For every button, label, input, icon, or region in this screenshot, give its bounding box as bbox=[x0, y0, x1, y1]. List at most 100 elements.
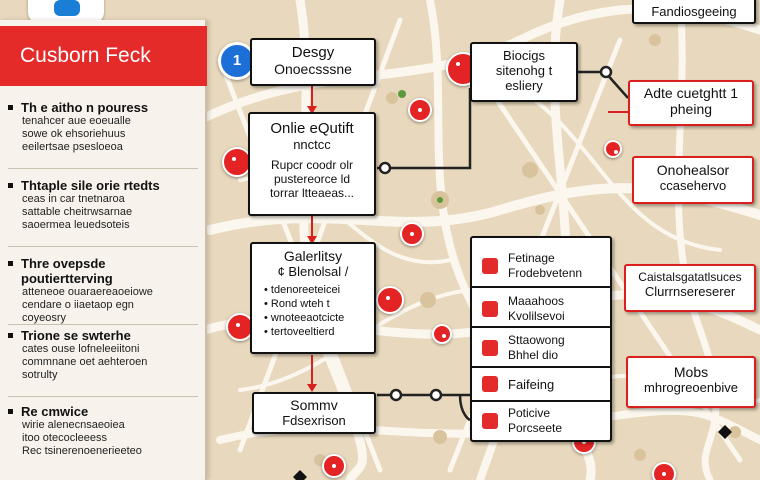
feature-divider bbox=[472, 400, 610, 402]
sidebar-line: cendare o iiaetaop egn bbox=[22, 299, 134, 311]
map-pin-icon[interactable] bbox=[408, 98, 432, 122]
feature-title: Sttaowong bbox=[508, 333, 565, 347]
node-list-text: tdenoreeteicei bbox=[270, 284, 341, 296]
sidebar-section-title: Th e aitho n pouress bbox=[21, 100, 149, 115]
node-list-item: • tdenoreeteicei bbox=[264, 284, 341, 296]
banner-top-right[interactable]: Fandiosgeeing bbox=[632, 0, 756, 24]
map-pin-icon[interactable] bbox=[652, 462, 676, 480]
bullet-icon bbox=[8, 105, 13, 110]
feature-title: Faifeing bbox=[508, 376, 555, 392]
feature-divider bbox=[472, 326, 610, 328]
node-subtitle: nnctcc bbox=[293, 137, 331, 152]
sidebar-divider bbox=[8, 168, 198, 169]
node-title: Onlie eQutift bbox=[270, 120, 354, 137]
sidebar-section-5: Re cmwice wirie alenecnsaeoiea itoo otec… bbox=[8, 404, 198, 458]
node-top-left[interactable]: Desgy Onoecsssne bbox=[250, 38, 376, 86]
map-pin-icon[interactable] bbox=[432, 324, 452, 344]
sidebar-section-3: Thre ovepsde poutiertterving atteneoe ou… bbox=[8, 256, 198, 325]
sidebar-line: cates ouse lofneleeiitoni bbox=[22, 343, 140, 355]
node-r3[interactable]: Caistalsgatatlsuces Clurrnsereserer bbox=[624, 264, 756, 312]
node-r4[interactable]: Mobs mhrogreoenbive bbox=[626, 356, 756, 408]
feature-item[interactable]: Sttaowong Bhhel dio bbox=[482, 330, 565, 366]
sidebar-line: itoo otecocleeess bbox=[22, 432, 107, 444]
feature-title: Fetinage bbox=[508, 251, 555, 265]
sidebar-line: wirie alenecnsaeoiea bbox=[22, 419, 125, 431]
sidebar-section-2: Thtaple sile orie rtedts ceas in car tne… bbox=[8, 178, 198, 232]
node-title: Galerlitsy bbox=[283, 248, 343, 264]
map-pin-icon[interactable] bbox=[400, 222, 424, 246]
top-tab-icon bbox=[54, 0, 80, 16]
sidebar-header: Cusborn Feck bbox=[0, 26, 207, 86]
sidebar-divider bbox=[8, 246, 198, 247]
node-list-text: Rond wteh t bbox=[270, 298, 330, 310]
map-pin-icon[interactable] bbox=[226, 313, 254, 341]
node-list-item: • tertoveeltierd bbox=[264, 326, 335, 338]
node-title: Sommv bbox=[290, 397, 338, 413]
feature-subtitle: Kvolilsevoi bbox=[508, 309, 565, 323]
feature-subtitle: Porcseete bbox=[508, 421, 563, 435]
node-subtitle: pheing bbox=[669, 101, 713, 117]
node-center[interactable]: Onlie eQutift nnctcc Rupcr coodr olr pus… bbox=[248, 112, 376, 216]
feature-item[interactable]: Poticive Porcseete bbox=[482, 402, 562, 440]
node-top-mid[interactable]: Biocigs sitenohg t esliery bbox=[470, 42, 578, 102]
bullet-icon bbox=[8, 333, 13, 338]
node-line: sitenohg t bbox=[495, 63, 553, 78]
sidebar-line: saoermea leuedsoteis bbox=[22, 219, 130, 231]
node-line: torrar ltteaeas... bbox=[269, 186, 355, 200]
node-title: Desgy bbox=[291, 44, 335, 61]
feature-divider bbox=[472, 366, 610, 368]
node-r1[interactable]: Adte cuetghtt 1 pheing bbox=[628, 80, 754, 126]
sidebar-line: eeilertsae psesloeoa bbox=[22, 141, 123, 153]
feature-icon bbox=[482, 301, 498, 317]
node-line: Biocigs bbox=[503, 48, 545, 63]
node-line: pustereorce ld bbox=[273, 172, 351, 186]
feature-item[interactable]: Fetinage Frodebvetenn bbox=[482, 244, 582, 288]
sidebar-section-1: Th e aitho n pouress tenahcer aue eoeual… bbox=[8, 100, 198, 154]
node-list-item: • wnoteeaotcicte bbox=[264, 312, 345, 324]
node-subtitle: ccasehervo bbox=[659, 178, 727, 193]
sidebar-section-title: Trione se swterhe bbox=[21, 328, 131, 343]
feature-list-panel: Fetinage Frodebvetenn Maaahoos Kvolilsev… bbox=[470, 236, 612, 442]
feature-title: Poticive bbox=[508, 406, 551, 420]
map-pin-icon[interactable] bbox=[376, 286, 404, 314]
feature-subtitle: Frodebvetenn bbox=[508, 266, 583, 280]
node-r2[interactable]: Onohealsor ccasehervo bbox=[632, 156, 754, 204]
node-subtitle: Onoecsssne bbox=[274, 61, 352, 77]
feature-subtitle: Bhhel dio bbox=[508, 348, 559, 362]
node-subtitle: mhrogreoenbive bbox=[644, 380, 738, 395]
map-pin-icon[interactable] bbox=[604, 140, 622, 158]
sidebar-line: sattable cheitrwsarnae bbox=[22, 206, 133, 218]
bullet-icon bbox=[8, 261, 13, 266]
sidebar-line: tenahcer aue eoeualle bbox=[22, 115, 131, 127]
node-title: Caistalsgatatlsuces bbox=[638, 270, 742, 284]
node-mid-list[interactable]: Galerlitsy ¢ Blenolsal / • tdenoreeteice… bbox=[250, 242, 376, 354]
node-line: esliery bbox=[505, 78, 543, 93]
sidebar-divider bbox=[8, 396, 198, 397]
node-title: Adte cuetghtt 1 bbox=[643, 85, 739, 101]
sidebar-section-title: Thtaple sile orie rtedts bbox=[21, 178, 160, 193]
pin-number: 1 bbox=[232, 52, 242, 69]
feature-icon bbox=[482, 258, 498, 274]
numbered-pin-icon[interactable]: 1 bbox=[218, 42, 256, 80]
feature-title: Maaahoos bbox=[508, 294, 565, 308]
bullet-icon bbox=[8, 183, 13, 188]
sidebar-line: ceas in car tnetnaroa bbox=[22, 193, 125, 205]
node-list-item: • Rond wteh t bbox=[264, 298, 330, 310]
feature-item[interactable]: Maaahoos Kvolilsevoi bbox=[482, 290, 565, 328]
sidebar-line: sotrulty bbox=[22, 369, 58, 381]
node-line: Rupcr coodr olr bbox=[270, 158, 354, 172]
node-title: Onohealsor bbox=[656, 162, 730, 178]
node-bottom[interactable]: Sommv Fdsexrison bbox=[252, 392, 376, 434]
feature-icon bbox=[482, 340, 498, 356]
node-subtitle: Clurrnsereserer bbox=[644, 284, 736, 299]
feature-item[interactable]: Faifeing bbox=[482, 368, 554, 400]
sidebar-section-title: Thre ovepsde poutiertterving bbox=[21, 256, 113, 286]
node-list-text: wnoteeaotcicte bbox=[270, 312, 345, 324]
sidebar: Cusborn Feck Th e aitho n pouress tenahc… bbox=[0, 20, 207, 480]
sidebar-section-title: Re cmwice bbox=[21, 404, 89, 419]
node-subtitle: ¢ Blenolsal / bbox=[277, 264, 349, 279]
node-subtitle: Fdsexrison bbox=[282, 413, 346, 428]
map-pin-icon[interactable] bbox=[322, 454, 346, 478]
node-title: Mobs bbox=[673, 364, 709, 380]
